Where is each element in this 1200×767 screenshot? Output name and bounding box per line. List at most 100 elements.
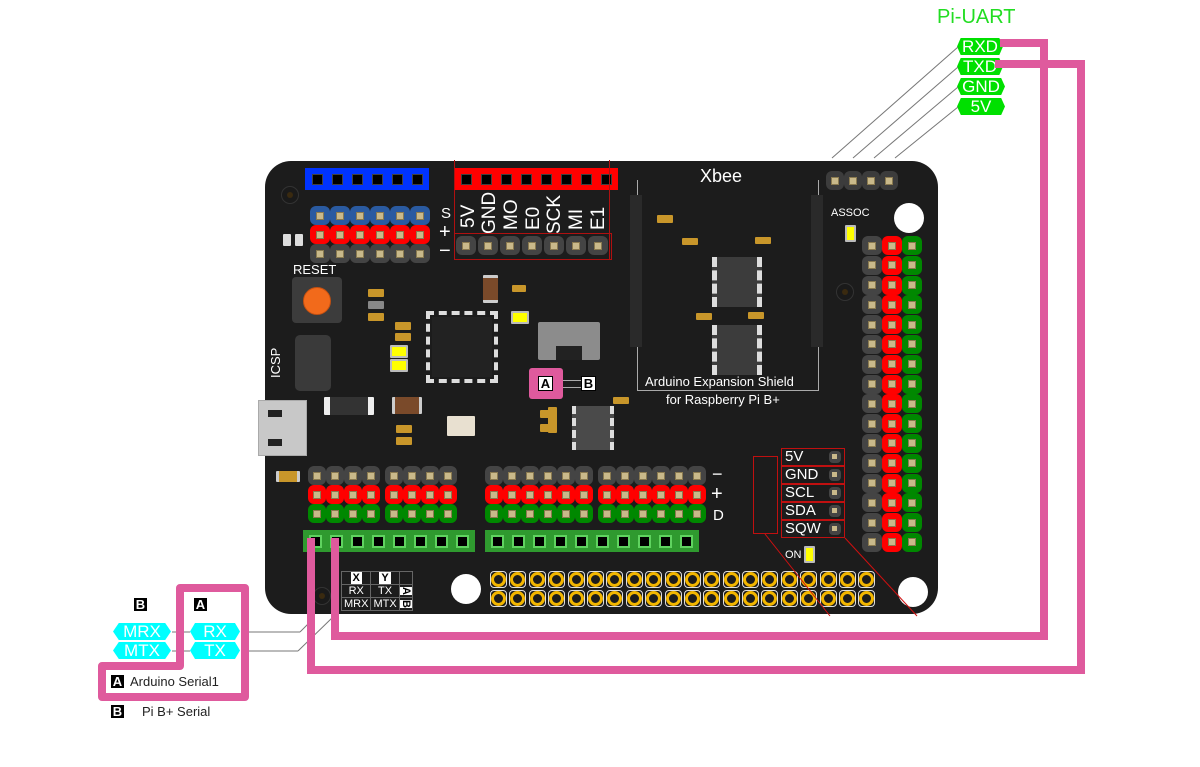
right-header-row xyxy=(862,236,924,256)
header-pin xyxy=(862,255,882,275)
assoc-led xyxy=(845,225,856,242)
header-pin xyxy=(882,453,902,473)
gpio-pin xyxy=(567,590,585,607)
header-pin xyxy=(539,466,557,485)
red-female-header xyxy=(454,168,618,190)
right-header-row xyxy=(862,473,924,494)
digital-row xyxy=(308,466,457,485)
header-pin xyxy=(882,354,902,374)
i2c-left-header xyxy=(753,456,778,534)
header-pin xyxy=(902,513,922,533)
header-pin xyxy=(862,295,882,315)
i2c-pin-scl: SCL xyxy=(781,484,845,502)
resistor xyxy=(395,333,411,341)
gpio-pin xyxy=(683,590,701,607)
xbee-chip xyxy=(712,325,762,375)
fiducial xyxy=(281,186,299,204)
resistor xyxy=(748,312,764,319)
gpio-pin xyxy=(742,590,760,607)
header-pin xyxy=(326,504,344,523)
header-pin xyxy=(902,334,922,354)
female-pin xyxy=(410,531,431,551)
resistor xyxy=(396,437,412,445)
header-pin xyxy=(902,394,922,414)
legend-a-text: Arduino Serial1 xyxy=(130,674,219,689)
header-pin xyxy=(308,504,326,523)
header-pin xyxy=(882,394,902,414)
resistor xyxy=(682,238,698,245)
header-pin xyxy=(539,504,557,523)
header-pin xyxy=(557,466,575,485)
header-pin xyxy=(439,504,457,523)
pi-uart-5v-tag: 5V xyxy=(957,98,1005,115)
gpio-pin xyxy=(761,571,779,588)
header-pin xyxy=(882,433,902,453)
resistor xyxy=(396,425,412,433)
gpio-pin xyxy=(645,571,663,588)
mount-hole-bottom-left xyxy=(451,574,481,604)
switch-label-a: A xyxy=(538,376,553,391)
serial-select-switch[interactable] xyxy=(538,322,600,360)
header-pin xyxy=(902,433,922,453)
right-pin-header xyxy=(862,236,924,553)
header-pin xyxy=(326,485,344,504)
mount-hole-bottom-right xyxy=(898,577,928,607)
table-cell: MTX xyxy=(370,597,400,611)
crystal xyxy=(447,416,475,436)
gpio-pin xyxy=(858,590,876,607)
reset-button[interactable] xyxy=(292,277,342,323)
switch-position-a: A xyxy=(529,368,563,399)
female-pin xyxy=(613,531,634,551)
header-pin xyxy=(882,513,902,533)
header-pin xyxy=(326,466,344,485)
header-pin xyxy=(485,485,503,504)
header-pin xyxy=(308,466,326,485)
female-pin xyxy=(571,531,592,551)
header-pin xyxy=(421,466,439,485)
header-pin xyxy=(362,485,380,504)
female-pin xyxy=(676,531,697,551)
raspberry-pi-gpio-header xyxy=(490,571,878,609)
i2c-pin-gnd: GND xyxy=(781,466,845,484)
header-pin xyxy=(652,485,670,504)
resistor xyxy=(755,237,771,244)
micro-usb-port xyxy=(258,400,307,456)
servo-label-minus: − xyxy=(439,240,451,262)
female-pin xyxy=(634,531,655,551)
on-label: ON xyxy=(785,549,802,561)
power-led xyxy=(804,546,815,563)
gpio-pin xyxy=(742,571,760,588)
header-pin xyxy=(902,255,922,275)
female-pin xyxy=(529,531,550,551)
reset-button-cap[interactable] xyxy=(303,287,331,315)
gpio-pin xyxy=(858,571,876,588)
header-pin xyxy=(862,374,882,394)
header-pin xyxy=(862,334,882,354)
resistor xyxy=(613,397,629,404)
gpio-pin xyxy=(664,590,682,607)
header-pin xyxy=(521,504,539,523)
header-pin xyxy=(652,504,670,523)
header-pin xyxy=(902,532,922,552)
wire-txd-horizontal xyxy=(995,60,1085,68)
header-pin xyxy=(882,255,902,275)
header-pin xyxy=(882,532,902,552)
header-pin xyxy=(485,504,503,523)
table-cell: RX xyxy=(340,584,372,598)
wire-rx-pin xyxy=(331,538,339,640)
green-female-header-right xyxy=(485,530,699,552)
right-header-row xyxy=(862,433,924,454)
gpio-pin xyxy=(567,571,585,588)
spi-header-outline xyxy=(454,233,612,260)
header-pin xyxy=(403,504,421,523)
gpio-pin xyxy=(606,590,624,607)
header-pin xyxy=(421,504,439,523)
header-pin xyxy=(882,315,902,335)
header-pin xyxy=(670,485,688,504)
legend-col-b-key: B xyxy=(134,597,147,612)
header-pin xyxy=(902,354,922,374)
header-pin xyxy=(688,485,706,504)
header-pin xyxy=(652,466,670,485)
